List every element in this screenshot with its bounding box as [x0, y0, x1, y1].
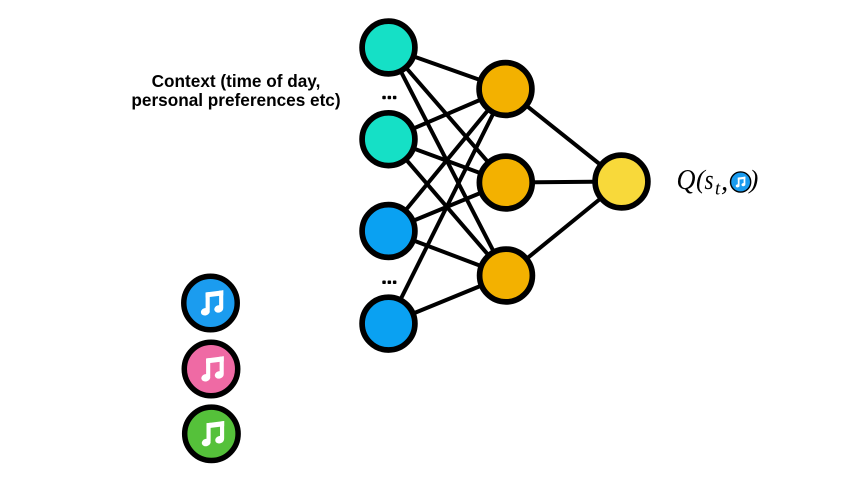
svg-text:,: ,: [721, 165, 728, 197]
svg-text:): ): [748, 164, 759, 194]
svg-text:(: (: [696, 164, 707, 194]
svg-text:s: s: [705, 164, 714, 196]
svg-text:t: t: [715, 180, 721, 200]
svg-text:Q: Q: [677, 164, 696, 196]
